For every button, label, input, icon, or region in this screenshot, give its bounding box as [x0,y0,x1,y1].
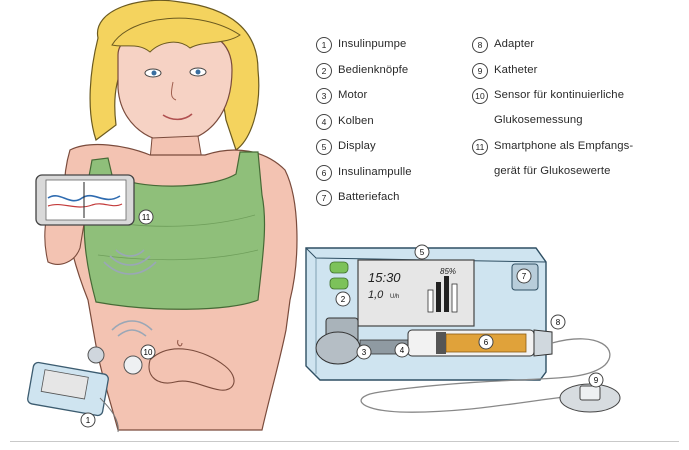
smartphone [36,175,134,225]
legend-item-1: 1 Insulinpumpe [316,38,412,64]
svg-text:5: 5 [420,248,425,257]
svg-text:2: 2 [341,295,346,304]
svg-text:8: 8 [556,318,561,327]
legend-item-8: 8 Adapter [472,38,633,64]
legend-item-7: 7 Batteriefach [316,191,412,217]
bottom-rule [10,441,679,442]
callout-11: 11 [139,210,153,224]
svg-text:3: 3 [362,348,367,357]
callout-8: 8 [551,315,565,329]
insulin-pump [306,248,552,380]
legend-num: 10 [472,88,488,104]
svg-text:9: 9 [594,376,599,385]
pump-display-rate-unit: U/h [390,294,399,300]
legend-num: 7 [316,190,332,206]
svg-text:4: 4 [400,346,405,355]
callout-10: 10 [141,345,155,359]
legend-text: Bedienknöpfe [338,64,408,76]
legend-text: Batteriefach [338,191,400,203]
pump-button-2 [330,278,348,289]
callout-5: 5 [415,245,429,259]
legend-left: 1 Insulinpumpe 2 Bedienknöpfe 3 Motor 4 Kolb… [316,38,412,217]
legend-num: 3 [316,88,332,104]
legend-num: 8 [472,37,488,53]
callout-2: 2 [336,292,350,306]
legend-item-6: 6 Insulinampulle [316,166,412,192]
callout-4: 4 [395,343,409,357]
legend-text-line-1: Sensor für kontinuierliche [494,89,624,101]
pump-display-time: 15:30 [368,270,401,285]
legend-text: Katheter [494,64,538,76]
svg-text:11: 11 [142,213,151,222]
legend-text: Insulinampulle [338,166,412,178]
svg-text:1: 1 [86,416,91,425]
legend-text: Smartphone als Empfangs-gerät für Glukos… [494,140,633,177]
callout-7: 7 [517,269,531,283]
legend-item-5: 5 Display [316,140,412,166]
legend-item-3: 3 Motor [316,89,412,115]
legend-text-line-2: Glukosemessung [494,114,624,126]
callout-3: 3 [357,345,371,359]
legend-item-11: 11 Smartphone als Empfangs-gerät für Gluk… [472,140,633,191]
legend-item-9: 9 Katheter [472,64,633,90]
pump-button-1 [330,262,348,273]
legend-num: 2 [316,63,332,79]
legend-text: Motor [338,89,367,101]
callout-6: 6 [479,335,493,349]
pump-display-rate: 1,0 [368,289,384,301]
legend-text: Display [338,140,376,152]
callout-9: 9 [589,373,603,387]
legend-text-line-1: Smartphone als Empfangs- [494,140,633,152]
legend-num: 9 [472,63,488,79]
catheter-head [560,384,620,412]
legend-text: Insulinpumpe [338,38,406,50]
legend-right: 8 Adapter 9 Katheter 10 Sensor für kontinui… [472,38,633,191]
callout-1: 1 [81,413,95,427]
svg-text:10: 10 [144,348,153,357]
legend-item-4: 4 Kolben [316,115,412,141]
legend-item-2: 2 Bedienknöpfe [316,64,412,90]
legend-num: 4 [316,114,332,130]
pump-display-indicator: 85% [440,267,456,276]
legend-num: 6 [316,165,332,181]
legend-text: Kolben [338,115,374,127]
legend-text: Adapter [494,38,534,50]
legend-num: 11 [472,139,488,155]
legend-num: 5 [316,139,332,155]
legend-text-line-2: gerät für Glukosewerte [494,165,633,177]
legend-num: 1 [316,37,332,53]
svg-text:6: 6 [484,338,489,347]
svg-text:7: 7 [522,272,527,281]
